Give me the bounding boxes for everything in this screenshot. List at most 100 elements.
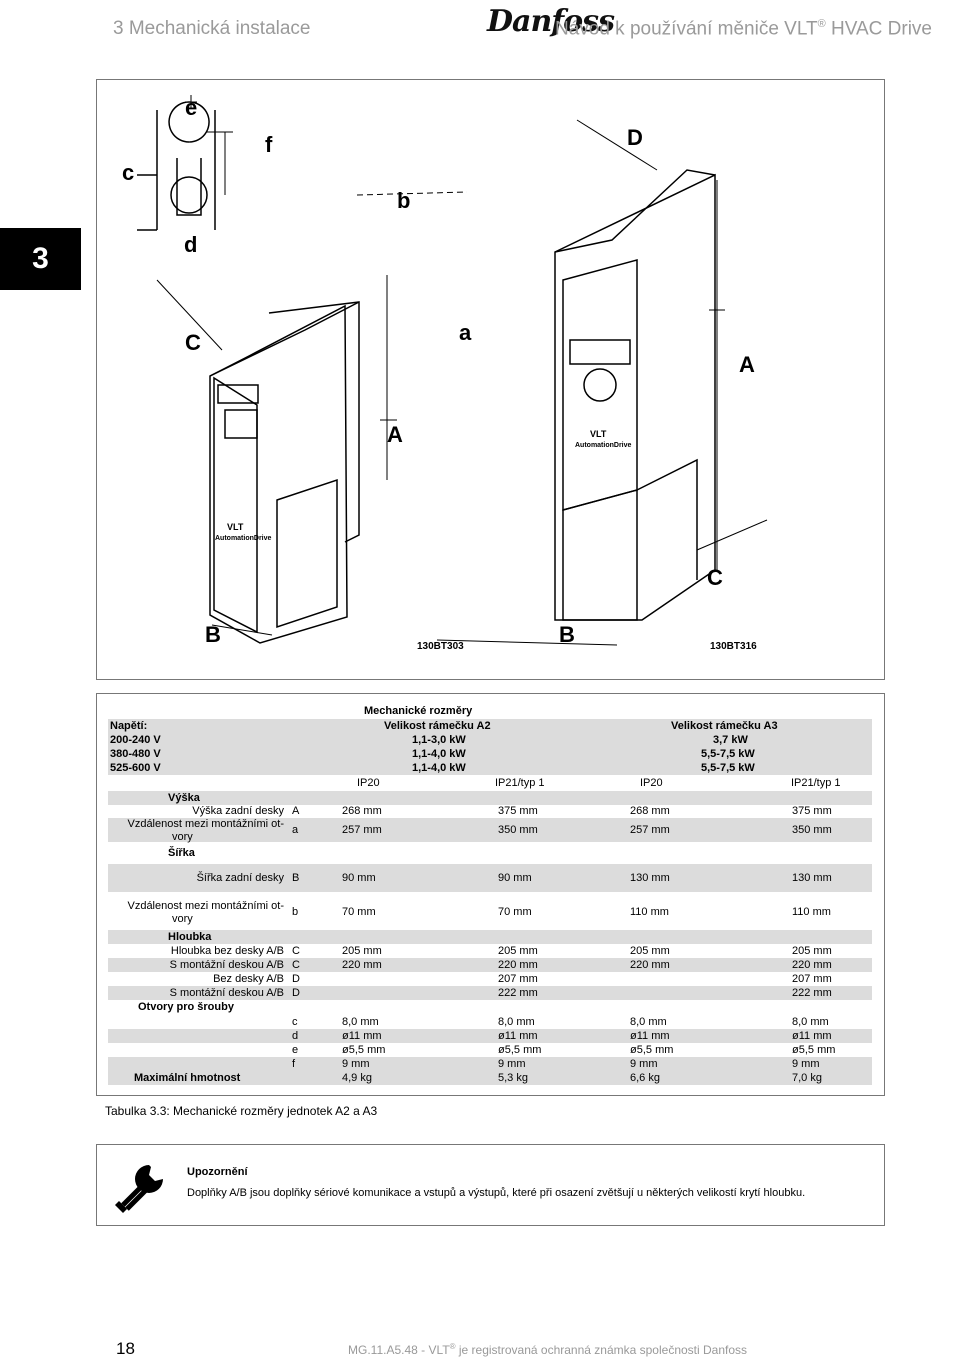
table-row: Šířka — [108, 842, 872, 864]
row-label: Šířka — [168, 846, 195, 859]
row-value: 7,0 kg — [792, 1071, 822, 1084]
row-label: Výška — [168, 791, 200, 804]
danfoss-logo: Danfoss — [487, 4, 615, 39]
drive-drawing: e f c d b a A A B B C C D VLT Automation… — [122, 95, 768, 652]
dimension-figure: e f c d b a A A B B C C D VLT Automation… — [96, 79, 885, 680]
row-value: 205 mm — [342, 944, 382, 957]
row-value: 70 mm — [342, 906, 376, 918]
row-label: Šířka zadní desky — [196, 871, 284, 884]
row-symbol: D — [292, 972, 300, 985]
row-symbol: D — [292, 986, 300, 999]
row-symbol: c — [292, 1015, 298, 1028]
ip-header-1: IP20 — [357, 777, 380, 789]
row-label: Vzdálenost mezi montážními ot- — [127, 818, 284, 830]
a2-outline — [209, 304, 348, 644]
row-symbol: b — [292, 906, 299, 918]
voltage-380: 380-480 V — [110, 748, 161, 760]
note-title: Upozornění — [187, 1166, 248, 1178]
a3-power-2: 5,5-7,5 kW — [701, 748, 755, 760]
row-value: 220 mm — [630, 958, 670, 971]
a2-power-1: 1,1-3,0 kW — [412, 734, 466, 746]
dim-label-A-left: A — [387, 422, 403, 447]
dim-label-a: a — [459, 320, 472, 345]
row-value: 6,6 kg — [630, 1071, 660, 1084]
ip-header-3: IP20 — [640, 777, 663, 789]
page-number: 18 — [116, 1339, 135, 1358]
row-value: 8,0 mm — [498, 1015, 535, 1028]
a3-outline — [554, 173, 716, 621]
dim-label-C-left: C — [185, 330, 201, 355]
row-value: ø11 mm — [630, 1029, 670, 1042]
a2-brand-sub: AutomationDrive — [215, 535, 272, 542]
dim-label-b: b — [397, 188, 410, 213]
table-row: Otvory pro šrouby — [108, 1000, 872, 1014]
row-value: 205 mm — [498, 944, 538, 957]
row-value: 268 mm — [630, 805, 670, 817]
table-row: Výška — [108, 791, 872, 805]
row-label: Výška zadní desky — [192, 805, 284, 817]
row-label: S montážní deskou A/B — [169, 986, 284, 999]
row-symbol: C — [292, 958, 300, 971]
header-block: Napětí: Velikost rámečku A2 Velikost rám… — [108, 719, 872, 775]
row-value: ø5,5 mm — [342, 1043, 386, 1056]
ip-header-2: IP21/typ 1 — [495, 777, 545, 789]
row-symbol: d — [292, 1029, 299, 1042]
row-value: 9 mm — [498, 1057, 526, 1070]
voltage-label: Napětí: — [110, 720, 148, 732]
frame-a3-label: Velikost rámečku A3 — [671, 720, 778, 732]
row-value: 220 mm — [342, 958, 382, 971]
note-box: Upozornění Doplňky A/B jsou doplňky séri… — [96, 1144, 885, 1226]
a2-brand-label: VLT — [227, 522, 244, 532]
frame-a2-label: Velikost rámečku A2 — [384, 720, 491, 732]
row-value: 220 mm — [498, 958, 538, 971]
row-symbol: a — [292, 824, 299, 836]
a3-power-1: 3,7 kW — [713, 734, 748, 746]
row-value: 110 mm — [792, 906, 831, 918]
row-value: ø11 mm — [342, 1029, 382, 1042]
wrench-icon — [115, 1165, 163, 1213]
row-value: 257 mm — [342, 824, 382, 836]
a3-power-3: 5,5-7,5 kW — [701, 762, 755, 774]
row-label: Bez desky A/B — [213, 972, 284, 985]
document-title: Návod k používání měniče VLT® HVAC Drive — [555, 18, 932, 40]
title-text: Návod k používání měniče VLT — [554, 18, 818, 40]
row-value: 220 mm — [792, 958, 832, 971]
dim-label-D: D — [627, 125, 643, 150]
row-value: 90 mm — [342, 871, 376, 884]
a2-power-3: 1,1-4,0 kW — [412, 762, 466, 774]
note-text: Doplňky A/B jsou doplňky sériové komunik… — [187, 1187, 806, 1199]
row-value: 4,9 kg — [342, 1071, 372, 1084]
row-value: 375 mm — [498, 805, 538, 817]
a3-brand-label: VLT — [590, 429, 607, 439]
ip-header-row: IP20 IP21/typ 1 IP20 IP21/typ 1 — [108, 777, 872, 791]
row-value: 350 mm — [498, 824, 538, 836]
row-value: 350 mm — [792, 824, 832, 836]
voltage-200: 200-240 V — [110, 734, 161, 746]
row-value: 222 mm — [498, 986, 538, 999]
row-value: 110 mm — [630, 906, 669, 918]
dim-label-c: c — [122, 160, 134, 185]
row-label: Maximální hmotnost — [134, 1071, 241, 1084]
footer-after: je registrovaná ochranná známka společno… — [458, 1343, 748, 1357]
row-value: 205 mm — [792, 944, 832, 957]
row-value: ø11 mm — [498, 1029, 538, 1042]
table-title: Mechanické rozměry — [364, 705, 473, 717]
dim-label-d: d — [184, 232, 197, 257]
footer-text: MG.11.A5.48 - VLT® je registrovaná ochra… — [348, 1342, 747, 1357]
row-value: 9 mm — [630, 1057, 658, 1070]
row-value: 375 mm — [792, 805, 832, 817]
a2-power-2: 1,1-4,0 kW — [412, 748, 466, 760]
figure-code-left: 130BT303 — [417, 641, 464, 652]
dim-label-B-left: B — [205, 622, 221, 647]
row-value: 257 mm — [630, 824, 670, 836]
row-value: 8,0 mm — [342, 1015, 379, 1028]
